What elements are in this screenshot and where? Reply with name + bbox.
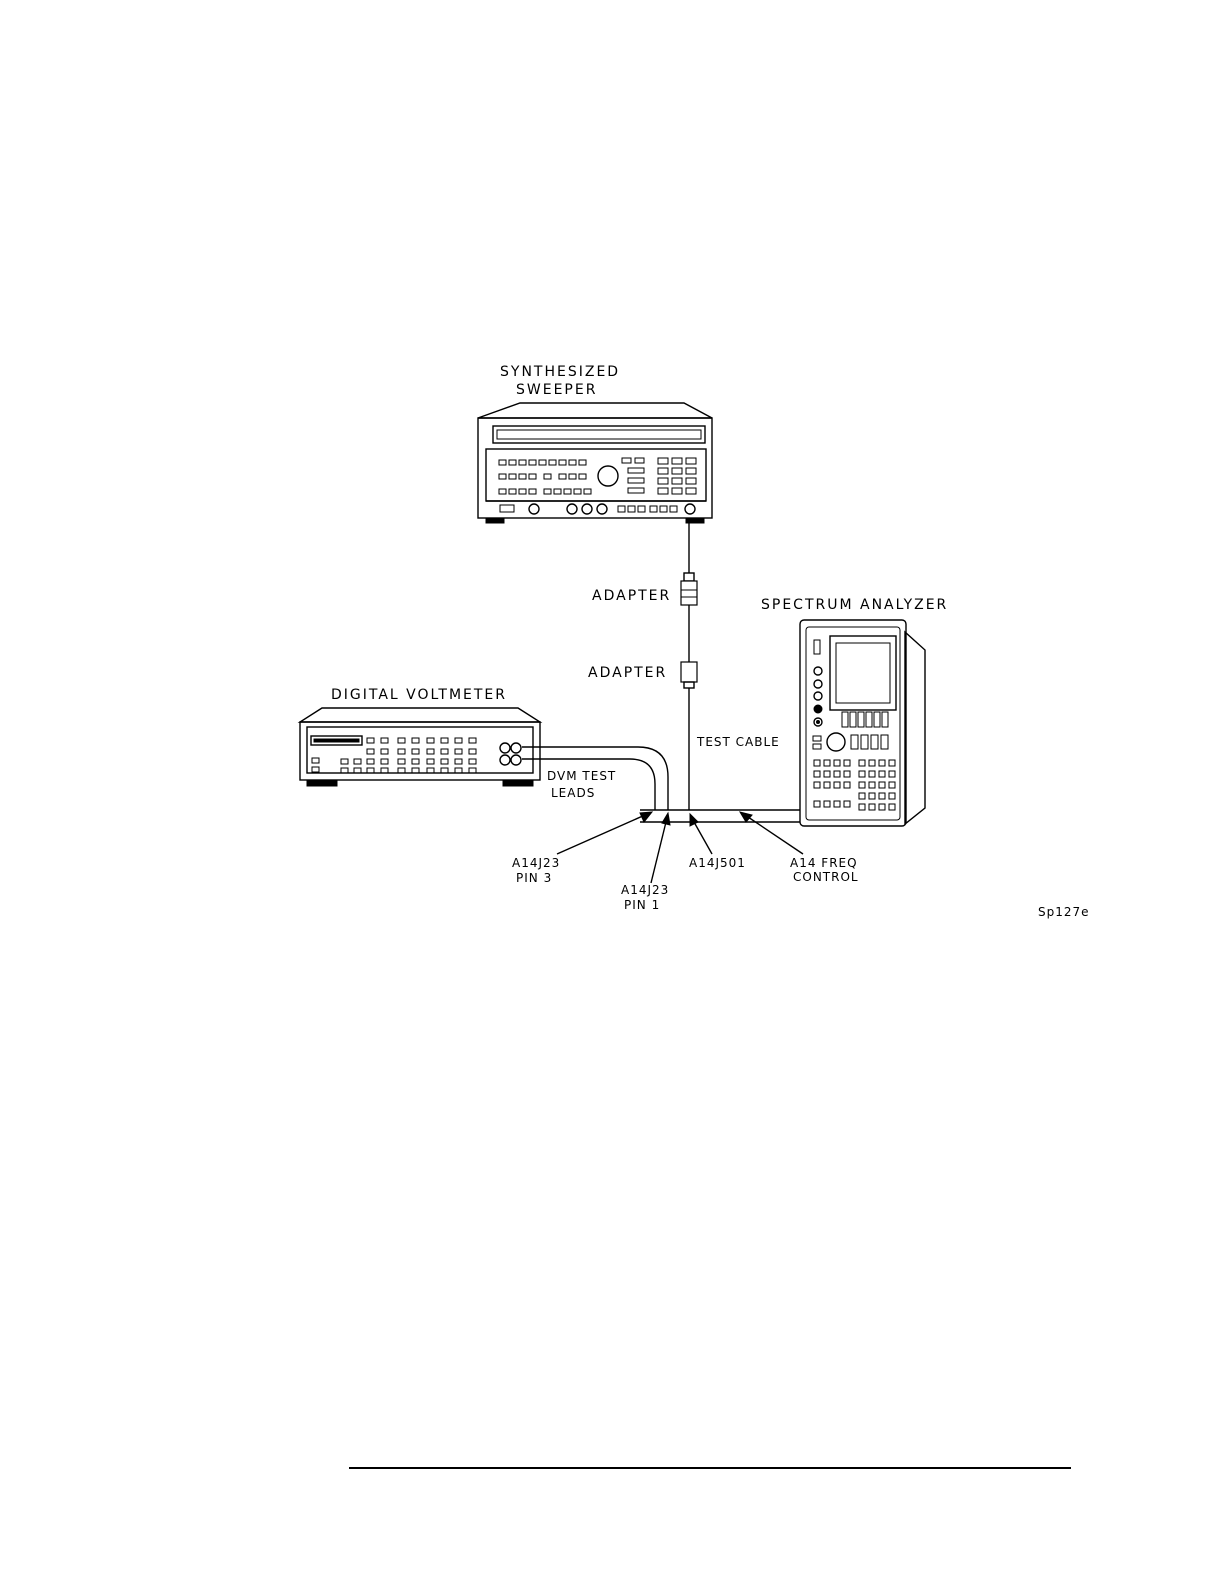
freq-control-label-line1: A14 FREQ bbox=[790, 856, 858, 870]
synthesized-sweeper: SYNTHESIZED SWEEPER bbox=[478, 364, 712, 523]
figure-id: Sp127e bbox=[1038, 905, 1090, 919]
pin1-label-line1: A14J23 bbox=[621, 883, 669, 897]
dvm-test-leads: DVM TEST LEADS bbox=[522, 747, 668, 810]
sweeper-label-line1: SYNTHESIZED bbox=[500, 364, 620, 380]
sweeper-label-line2: SWEEPER bbox=[516, 382, 597, 398]
dvm-leads-label-line2: LEADS bbox=[551, 786, 595, 800]
test-cable-label: TEST CABLE bbox=[696, 735, 780, 749]
spectrum-analyzer-label: SPECTRUM ANALYZER bbox=[761, 597, 948, 613]
spectrum-analyzer: SPECTRUM ANALYZER bbox=[761, 597, 948, 826]
pin3-label-line2: PIN 3 bbox=[516, 871, 552, 885]
a14j501-label: A14J501 bbox=[689, 856, 746, 870]
footer-rule bbox=[349, 1467, 1071, 1469]
digital-voltmeter: DIGITAL VOLTMETER bbox=[300, 687, 540, 786]
callout-labels: A14J23 PIN 3 A14J23 PIN 1 A14J501 A14 FR… bbox=[512, 856, 859, 912]
pin3-label-line1: A14J23 bbox=[512, 856, 560, 870]
dvm-label: DIGITAL VOLTMETER bbox=[331, 687, 507, 703]
adapter-bottom-label: ADAPTER bbox=[588, 665, 667, 681]
rf-cable-path: ADAPTER ADAPTER TEST CABLE bbox=[588, 523, 780, 810]
adapter-top-label: ADAPTER bbox=[592, 588, 671, 604]
freq-control-label-line2: CONTROL bbox=[793, 870, 859, 884]
pin1-label-line2: PIN 1 bbox=[624, 898, 660, 912]
dvm-leads-label-line1: DVM TEST bbox=[547, 769, 616, 783]
